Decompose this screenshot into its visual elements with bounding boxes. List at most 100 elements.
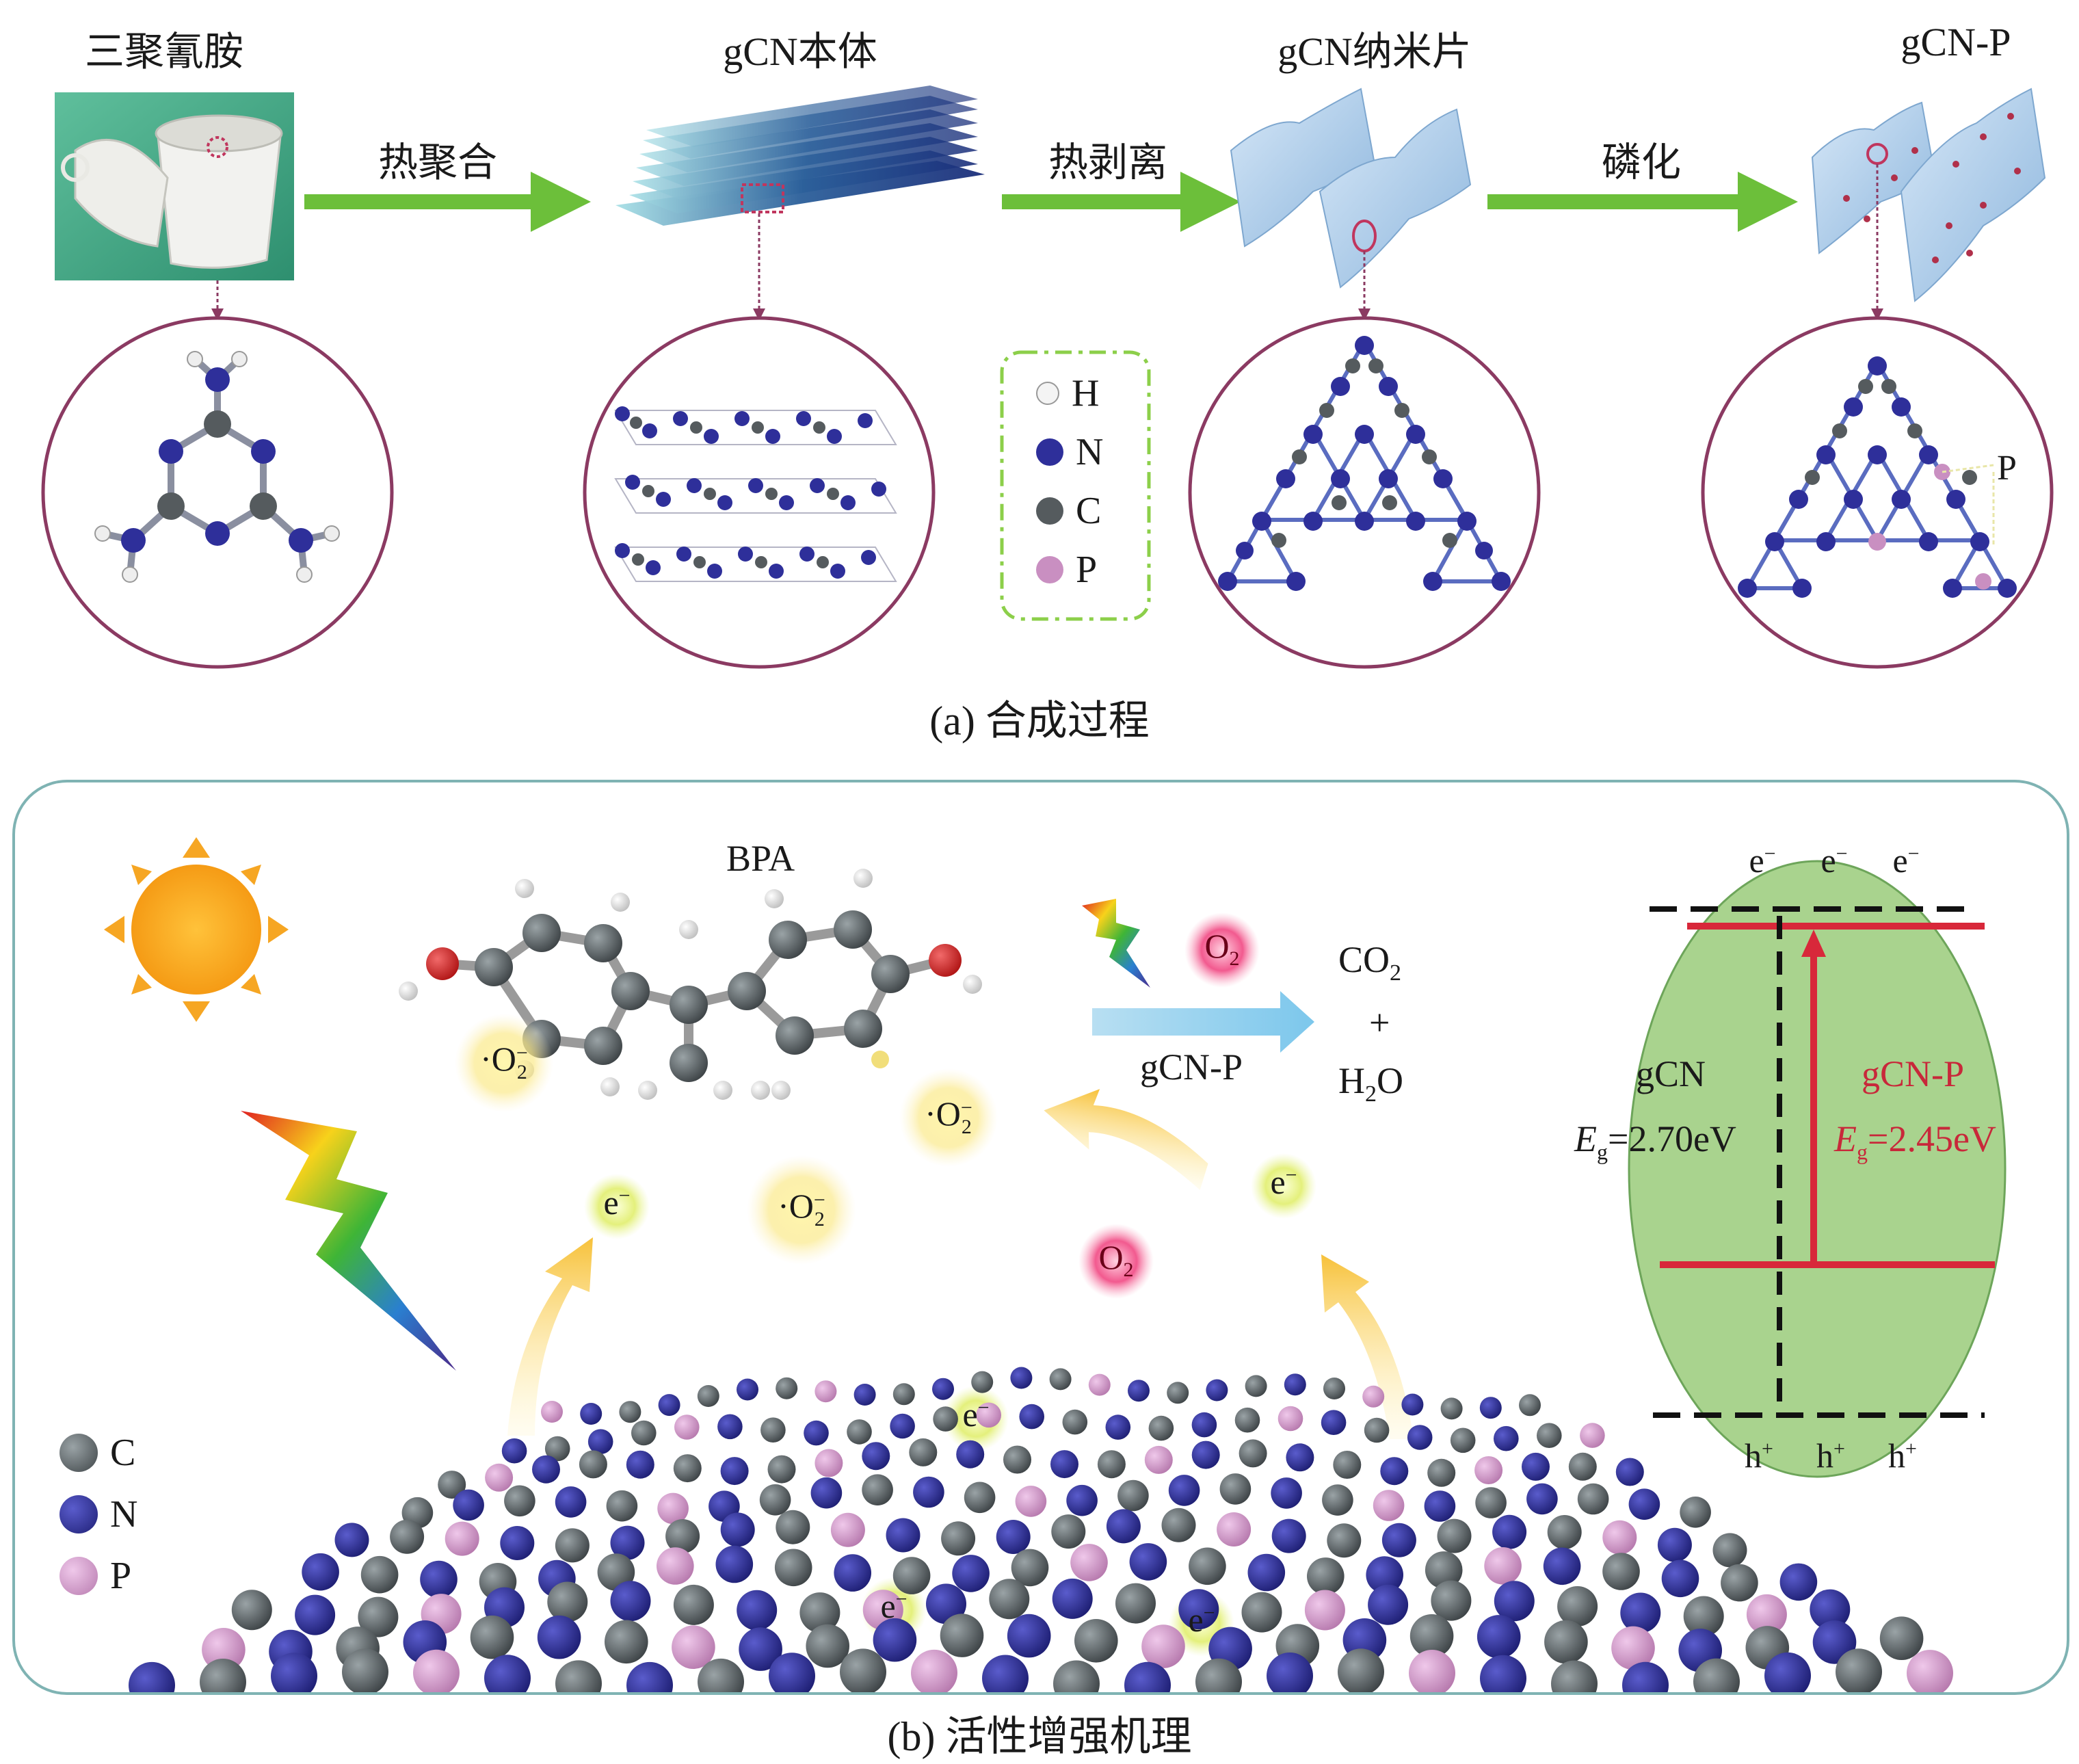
sheet-atom [892, 1557, 931, 1594]
sheet-atom [774, 1549, 812, 1587]
sheet-atom [1117, 1479, 1149, 1512]
sheet-atom [1615, 1458, 1644, 1486]
sheet-atom [909, 1438, 938, 1466]
sheet-atom [673, 1454, 702, 1483]
zoom-circle-nanosheet [1188, 316, 1541, 669]
legend-b-item-n: N [59, 1484, 155, 1545]
sheet-atom [619, 1401, 641, 1423]
sheet-atom [438, 1471, 466, 1499]
stage-title-phosphorized: gCN-P [1901, 20, 2011, 64]
sheet-atom [873, 1618, 917, 1662]
sheet-atom [1321, 1410, 1347, 1435]
sheet-atom [1307, 1557, 1345, 1595]
legend-b: C N P [59, 1422, 155, 1607]
sheet-atom [1271, 1477, 1302, 1509]
sheet-atom [1239, 1439, 1267, 1468]
sheet-atom [1543, 1547, 1581, 1585]
sheet-atom [674, 1414, 700, 1440]
sheet-atom [672, 1625, 715, 1669]
sheet-atom [1568, 1452, 1597, 1481]
atom-p-icon [1036, 556, 1063, 583]
sheet-atom [1322, 1484, 1353, 1516]
band-electron-3: e− [1892, 841, 1920, 880]
sheet-atom [1327, 1523, 1362, 1558]
sheet-atom [932, 1378, 954, 1400]
sheet-atom [1537, 1423, 1562, 1448]
sheet-atom [1074, 1619, 1118, 1663]
sheet-atom [1879, 1616, 1924, 1660]
electron-4: e− [880, 1587, 908, 1625]
panel-a-graphics [41, 85, 2054, 669]
sheet-atom [1129, 1543, 1167, 1581]
sheet-atom [1304, 1590, 1345, 1631]
sheet-atom [580, 1403, 602, 1425]
sheet-atom [956, 1440, 985, 1469]
sheet-atom [1267, 1653, 1313, 1692]
sheet-atom [1693, 1658, 1740, 1692]
sheet-atom [720, 1457, 749, 1486]
sheet-atom [1088, 1373, 1111, 1396]
sheet-atom [1189, 1547, 1226, 1585]
bpa-label: BPA [726, 838, 795, 879]
sheet-atom [1381, 1523, 1416, 1557]
sheet-atom [334, 1523, 369, 1557]
sheet-atom [1484, 1547, 1522, 1585]
sheet-atom [739, 1627, 782, 1671]
sheet-atom [1124, 1661, 1171, 1692]
band-hole-3: h+ [1888, 1436, 1917, 1475]
sheet-atom [1380, 1457, 1409, 1486]
sheet-atom [1494, 1425, 1519, 1451]
sheet-atom [952, 1555, 990, 1592]
sheet-atom [760, 1417, 786, 1443]
sheet-atom [1015, 1486, 1047, 1517]
superoxide-radical-3: ·O−2 [778, 1187, 825, 1230]
sheet-atom [657, 1492, 689, 1525]
sheet-atom [342, 1648, 388, 1692]
sheet-atom [776, 1377, 798, 1399]
sheet-atom [673, 1584, 714, 1625]
sheet-atom [129, 1661, 175, 1692]
sheet-atom [1407, 1425, 1433, 1450]
sheet-atom [1338, 1648, 1384, 1692]
sheet-atom [555, 1528, 590, 1563]
sheet-atom [737, 1378, 758, 1401]
sheet-atom [587, 1429, 613, 1454]
sheet-atom [501, 1438, 527, 1464]
panel-a-synthesis: 三聚氰胺 gCN本体 gCN纳米片 gCN-P 热聚合 热剥离 磷化 [0, 0, 2079, 746]
legend-b-item-p: P [59, 1545, 155, 1607]
sheet-atom [1544, 1620, 1588, 1664]
sheet-atom [1450, 1427, 1476, 1453]
atom-h-icon [1036, 382, 1059, 405]
oxygen-molecule-1: O2 [1204, 927, 1240, 970]
sheet-atom [810, 1477, 843, 1509]
sheet-atom [1195, 1658, 1242, 1692]
sheet-atom [1011, 1549, 1049, 1587]
sheet-atom [1602, 1520, 1637, 1555]
band-left-eg: Eg=2.70eV [1574, 1118, 1736, 1164]
sheet-atom [720, 1512, 755, 1547]
sheet-atom [453, 1489, 484, 1521]
sheet-atom [1440, 1397, 1463, 1420]
sheet-atom [1115, 1583, 1156, 1624]
sheet-atom [1557, 1586, 1598, 1627]
sheet-atom [1019, 1404, 1044, 1430]
sheet-atom [1010, 1367, 1033, 1389]
sheet-atom [913, 1476, 944, 1508]
sheet-atom [834, 1554, 871, 1592]
band-right-name: gCN-P [1862, 1053, 1965, 1094]
sheet-atom [1050, 1450, 1078, 1479]
sheet-atom [579, 1450, 607, 1479]
sheet-atom [989, 1579, 1030, 1620]
sheet-atom [605, 1620, 648, 1664]
sheet-atom [271, 1653, 317, 1692]
sheet-atom [1097, 1450, 1126, 1479]
sheet-atom [1051, 1514, 1086, 1549]
sheet-atom [1657, 1527, 1692, 1562]
sheet-atom [1683, 1596, 1724, 1637]
sheet-atom [1373, 1490, 1405, 1521]
bulk-stack-image [615, 85, 985, 226]
sheet-atom [1580, 1423, 1605, 1448]
sheet-atom [806, 1624, 849, 1668]
sheet-atom [1277, 1406, 1303, 1432]
legend-a-item-n: N [1036, 425, 1146, 479]
